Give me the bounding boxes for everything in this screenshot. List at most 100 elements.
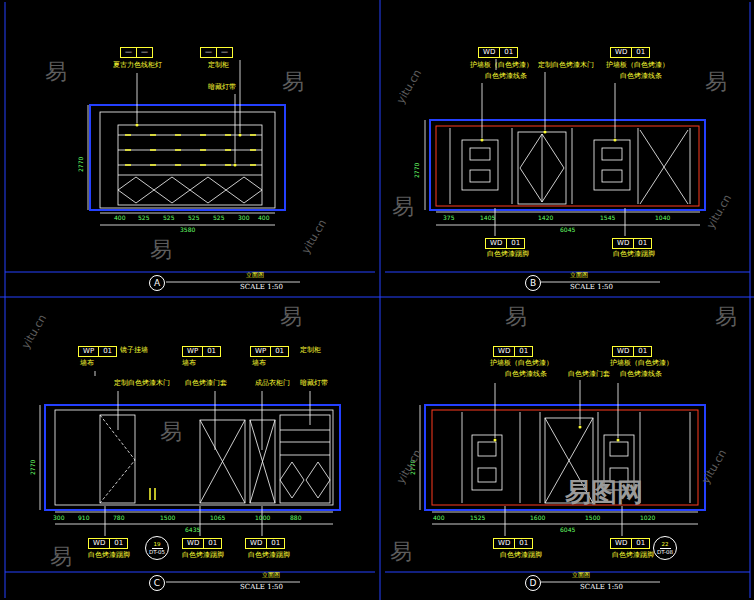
material-callout: 墙布 bbox=[252, 360, 266, 367]
material-tag: WD01 bbox=[478, 47, 518, 58]
scale-note: SCALE 1:50 bbox=[240, 284, 283, 292]
material-callout: 白色烤漆踢脚 bbox=[248, 552, 290, 559]
scale-note: SCALE 1:50 bbox=[240, 584, 283, 592]
dimension: 400 bbox=[258, 215, 269, 222]
material-callout: 白色烤漆门套 bbox=[185, 380, 227, 387]
node-text: — bbox=[137, 48, 152, 57]
node-text: 01 bbox=[267, 539, 284, 548]
material-callout: 白色烤漆线条 bbox=[505, 371, 547, 378]
node-text: 19 bbox=[152, 541, 163, 549]
material-callout: 白色烤漆踢脚 bbox=[612, 552, 654, 559]
watermark: 易 bbox=[150, 238, 172, 262]
dimension: 910 bbox=[78, 515, 89, 522]
watermark: 易 bbox=[505, 305, 527, 329]
node-text: B bbox=[530, 278, 536, 288]
material-callout: 白色烤漆踢脚 bbox=[487, 251, 529, 258]
material-callout: 定制白色烤漆木门 bbox=[114, 380, 170, 387]
node-text: WD bbox=[611, 539, 632, 548]
detail-bubble: 22DT-08 bbox=[653, 536, 677, 560]
node-text: WD bbox=[479, 48, 500, 57]
material-callout: 白色烤漆踢脚 bbox=[88, 552, 130, 559]
dimension: 300 bbox=[238, 215, 249, 222]
dimension: 6045 bbox=[560, 227, 575, 234]
scale-note: SCALE 1:50 bbox=[580, 584, 623, 592]
dimension: 780 bbox=[113, 515, 124, 522]
dimension: 1065 bbox=[210, 515, 225, 522]
node-text: 01 bbox=[99, 347, 116, 356]
material-tag: WD01 bbox=[182, 538, 222, 549]
material-callout: 白色烤漆线条 bbox=[485, 73, 527, 80]
material-callout: 暗藏灯带 bbox=[208, 84, 236, 91]
node-text: WD bbox=[246, 539, 267, 548]
watermark: 易 bbox=[715, 305, 737, 329]
material-tag: WD01 bbox=[612, 346, 652, 357]
dimension: 300 bbox=[53, 515, 64, 522]
node-text: 01 bbox=[110, 539, 127, 548]
material-tag: —— bbox=[120, 47, 153, 58]
material-callout: 白色烤漆踢脚 bbox=[613, 251, 655, 258]
material-tag: WP01 bbox=[182, 346, 221, 357]
dimension: 1500 bbox=[585, 515, 600, 522]
material-tag: WD01 bbox=[245, 538, 285, 549]
dimension: 3580 bbox=[180, 227, 195, 234]
dimension: 1600 bbox=[530, 515, 545, 522]
material-tag: WD01 bbox=[610, 47, 650, 58]
node-text: C bbox=[154, 578, 160, 588]
dimension: 6435 bbox=[185, 527, 200, 534]
node-text: WD bbox=[494, 347, 515, 356]
watermark: 易 bbox=[390, 540, 412, 564]
material-tag: WP01 bbox=[78, 346, 117, 357]
node-text: WP bbox=[79, 347, 99, 356]
material-callout: 墙布 bbox=[80, 360, 94, 367]
node-text: — bbox=[201, 48, 217, 57]
material-tag: WD01 bbox=[88, 538, 128, 549]
node-text: — bbox=[217, 48, 232, 57]
dimension: 525 bbox=[138, 215, 149, 222]
material-callout: 白色烤漆门套 bbox=[568, 371, 610, 378]
elevation-title-bubble: C bbox=[149, 575, 165, 591]
node-text: 01 bbox=[634, 239, 651, 248]
material-callout: 白色烤漆踢脚 bbox=[182, 552, 224, 559]
dimension: 400 bbox=[433, 515, 444, 522]
dimension: 6045 bbox=[560, 527, 575, 534]
node-text: 01 bbox=[632, 539, 649, 548]
node-text: WD bbox=[613, 347, 634, 356]
node-text: 01 bbox=[507, 239, 524, 248]
elevation-title-bubble: B bbox=[525, 275, 541, 291]
material-tag: WD01 bbox=[612, 238, 652, 249]
watermark: 易 bbox=[45, 60, 67, 84]
node-text: 01 bbox=[500, 48, 517, 57]
material-callout: 成品衣柜门 bbox=[255, 380, 290, 387]
node-text: 01 bbox=[204, 539, 221, 548]
dimension: 1040 bbox=[655, 215, 670, 222]
detail-bubble: 19DT-05 bbox=[145, 536, 169, 560]
material-callout: 立面图 bbox=[262, 572, 280, 578]
node-text: WD bbox=[183, 539, 204, 548]
dimension: 1000 bbox=[255, 515, 270, 522]
material-tag: WD01 bbox=[493, 538, 533, 549]
material-callout: 护墙板（白色烤漆） bbox=[490, 360, 553, 367]
node-text: WD bbox=[613, 239, 634, 248]
dimension: 1420 bbox=[538, 215, 553, 222]
node-text: WD bbox=[494, 539, 515, 548]
node-text: WP bbox=[183, 347, 203, 356]
material-callout: 定制柜 bbox=[208, 62, 229, 69]
material-callout: 白色烤漆踢脚 bbox=[500, 552, 542, 559]
watermark: 易 bbox=[280, 305, 302, 329]
node-text: A bbox=[154, 278, 160, 288]
dimension: 375 bbox=[443, 215, 454, 222]
watermark: yitu.cn bbox=[20, 313, 49, 351]
dimension: 2770 bbox=[78, 157, 85, 172]
material-callout: 护墙板（白色烤漆） bbox=[470, 62, 533, 69]
dimension: 1545 bbox=[600, 215, 615, 222]
material-callout: 定制柜 bbox=[300, 347, 321, 354]
dimension: 2770 bbox=[30, 460, 37, 475]
material-callout: 暗藏灯带 bbox=[300, 380, 328, 387]
watermark: 易 bbox=[705, 70, 727, 94]
material-callout: 定制白色烤漆木门 bbox=[538, 62, 594, 69]
material-tag: WD01 bbox=[493, 346, 533, 357]
dimension: 880 bbox=[290, 515, 301, 522]
node-text: 01 bbox=[515, 347, 532, 356]
node-text: 01 bbox=[632, 48, 649, 57]
